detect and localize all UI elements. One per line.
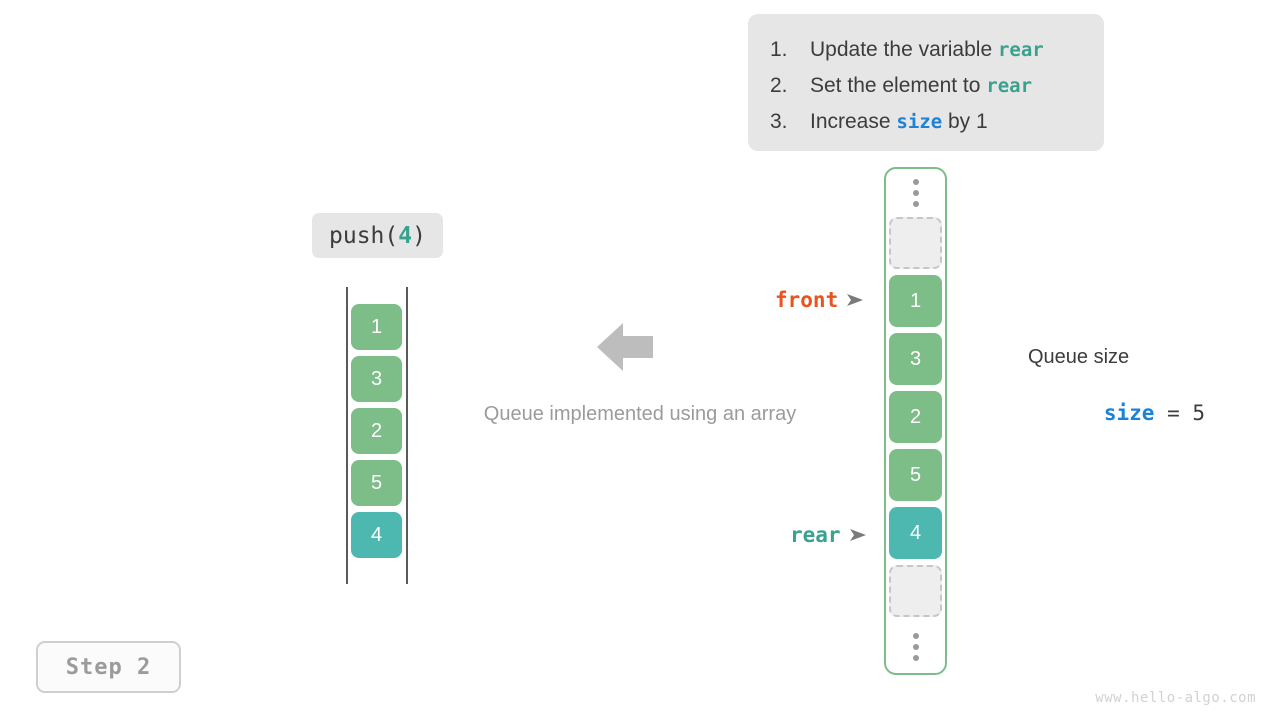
array-cell: 5 bbox=[351, 460, 402, 506]
instruction-text: Set the element to bbox=[810, 74, 987, 97]
size-operator: = bbox=[1154, 401, 1193, 425]
array-cell: 4 bbox=[889, 507, 942, 559]
instruction-text: Increase bbox=[810, 110, 897, 133]
array-cell: 2 bbox=[889, 391, 942, 443]
array-right-rail bbox=[406, 287, 408, 584]
vertical-ellipsis-top-icon bbox=[912, 169, 919, 217]
rear-pointer-label: rear bbox=[790, 523, 841, 547]
instruction-item: 1. Update the variable rear bbox=[770, 32, 1084, 68]
right-array-diagram: 1 3 2 5 4 bbox=[884, 167, 947, 675]
front-pointer-label: front bbox=[775, 288, 839, 312]
instruction-keyword-size: size bbox=[896, 111, 943, 133]
queue-size-title: Queue size bbox=[1028, 346, 1130, 368]
array-cell-empty bbox=[889, 217, 942, 269]
array-left-rail bbox=[346, 287, 348, 584]
vertical-ellipsis-bottom-icon bbox=[912, 623, 919, 671]
array-cell: 4 bbox=[351, 512, 402, 558]
instruction-number: 3. bbox=[770, 110, 788, 133]
size-variable: size bbox=[1103, 401, 1155, 425]
rear-pointer: rear bbox=[790, 523, 868, 547]
watermark: www.hello-algo.com bbox=[1095, 690, 1256, 706]
array-cell: 5 bbox=[889, 449, 942, 501]
operation-argument: 4 bbox=[398, 222, 413, 249]
instruction-number: 1. bbox=[770, 38, 788, 61]
array-cell: 3 bbox=[351, 356, 402, 402]
array-cell-empty bbox=[889, 565, 942, 617]
instruction-keyword-rear: rear bbox=[986, 75, 1033, 97]
operation-name: push( bbox=[329, 222, 399, 249]
array-cell: 3 bbox=[889, 333, 942, 385]
operation-close-paren: ) bbox=[412, 222, 426, 249]
instruction-panel: 1. Update the variable rear 2. Set the e… bbox=[748, 14, 1104, 151]
operation-label: push(4) bbox=[312, 213, 443, 258]
array-cell: 1 bbox=[351, 304, 402, 350]
instruction-text-post: by 1 bbox=[942, 110, 988, 133]
instruction-number: 2. bbox=[770, 74, 788, 97]
size-value: 5 bbox=[1192, 401, 1206, 425]
instruction-item: 2. Set the element to rear bbox=[770, 68, 1084, 104]
array-cell: 2 bbox=[351, 408, 402, 454]
pointer-arrowhead-icon bbox=[847, 293, 865, 307]
left-arrow-icon bbox=[597, 322, 653, 372]
instruction-keyword-rear: rear bbox=[997, 39, 1044, 61]
queue-size-expression: size = 5 bbox=[1028, 377, 1205, 449]
front-pointer: front bbox=[775, 288, 865, 312]
queue-size-panel: Queue size size = 5 bbox=[1028, 343, 1205, 449]
left-array-cells: 1 3 2 5 4 bbox=[351, 304, 402, 564]
diagram-caption: Queue implemented using an array bbox=[483, 403, 797, 425]
instruction-item: 3. Increase size by 1 bbox=[770, 104, 1084, 140]
step-badge: Step 2 bbox=[36, 641, 181, 693]
instruction-text: Update the variable bbox=[810, 38, 998, 61]
pointer-arrowhead-icon bbox=[849, 528, 868, 542]
array-cell: 1 bbox=[889, 275, 942, 327]
right-array-cells: 1 3 2 5 4 bbox=[889, 217, 942, 623]
